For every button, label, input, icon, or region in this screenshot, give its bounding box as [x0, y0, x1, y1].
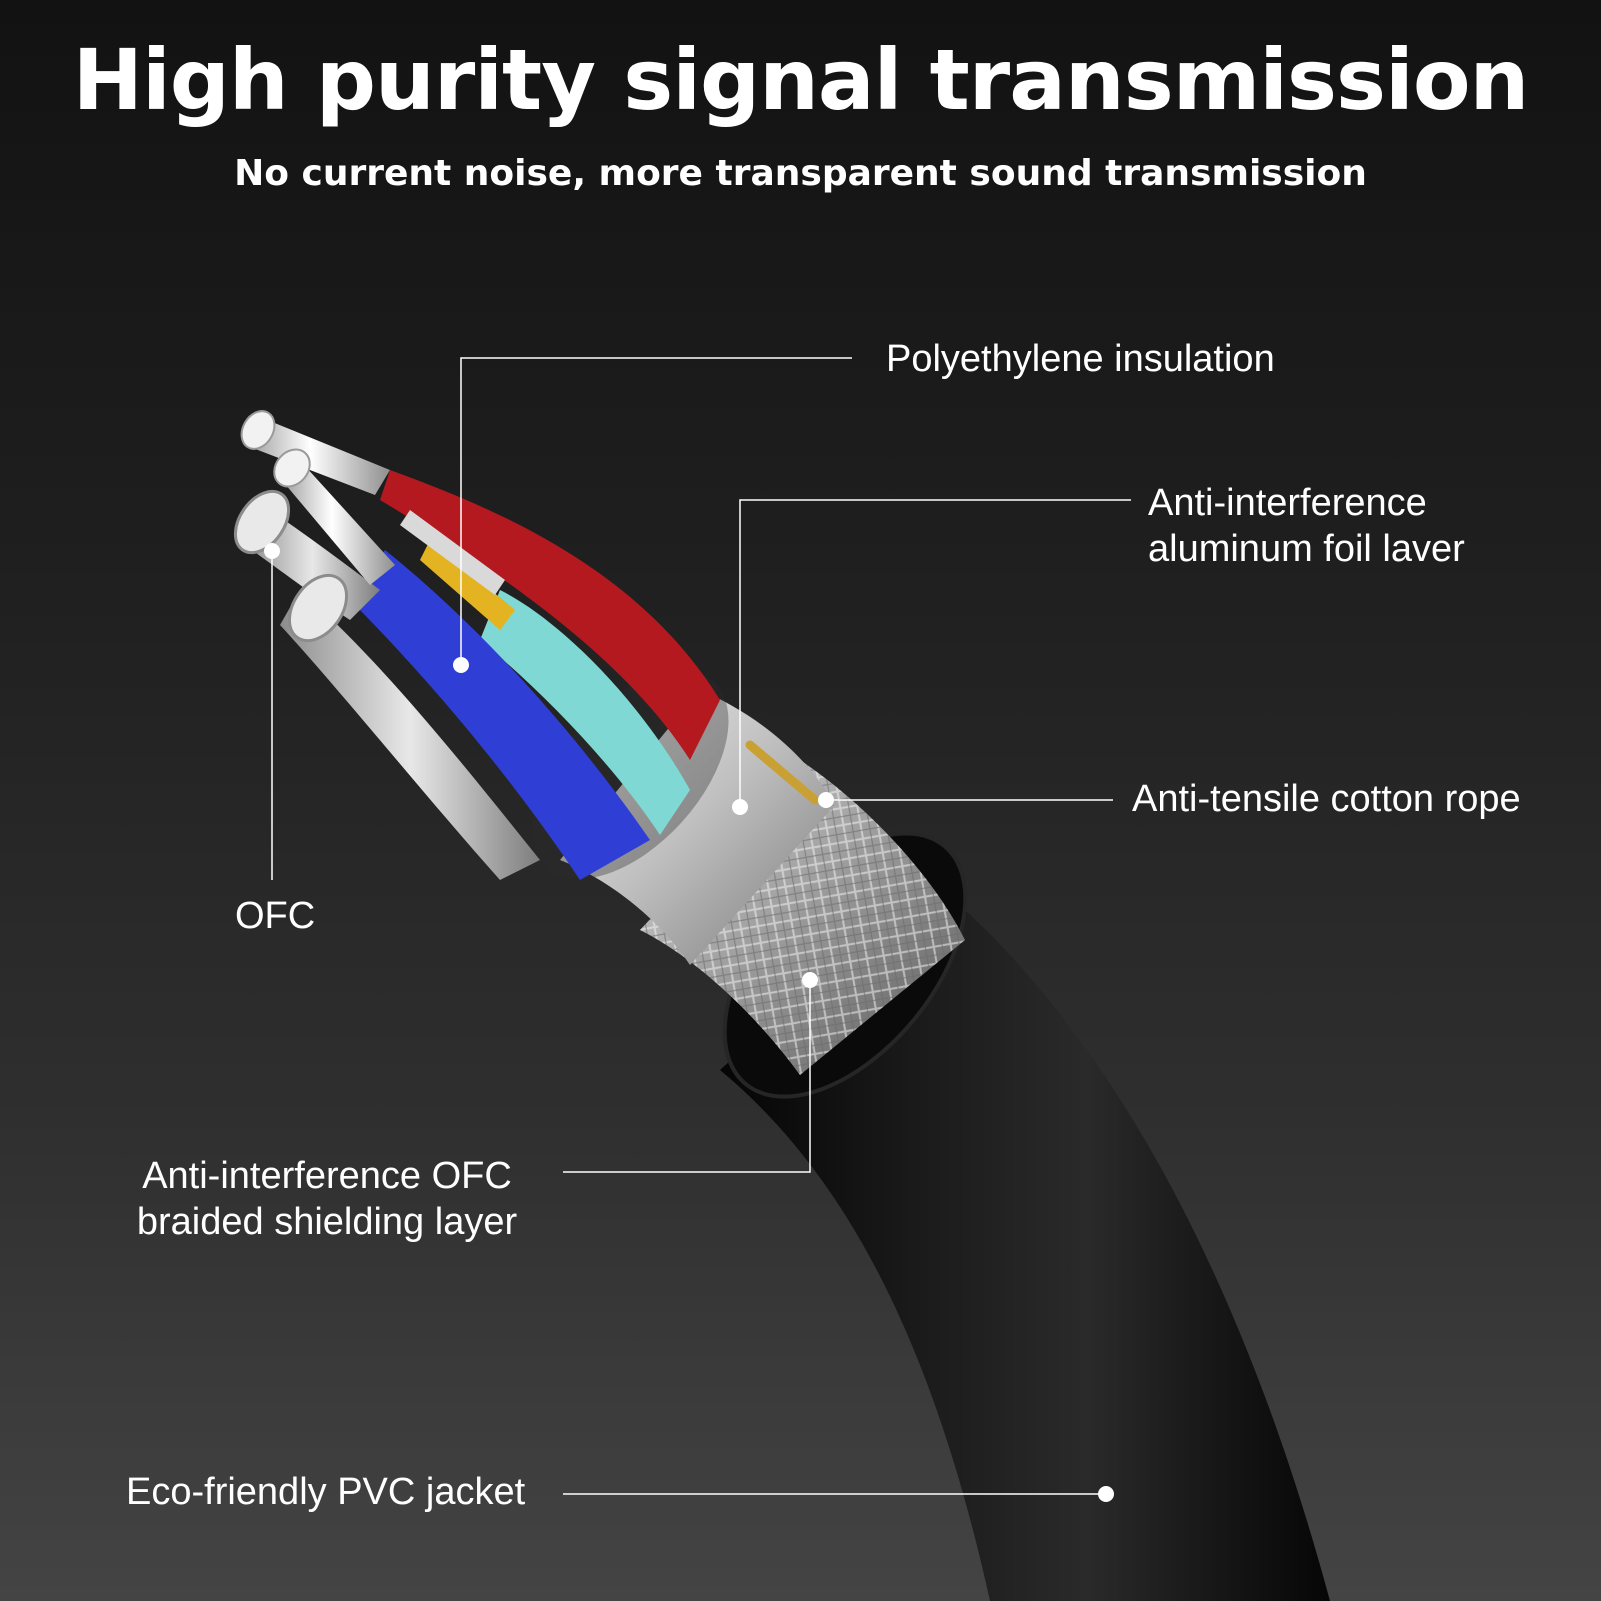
label-rope-text: Anti-tensile cotton rope: [1132, 778, 1521, 820]
leader-polyethylene: [460, 357, 852, 665]
label-braid: Anti-interference OFC braided shielding …: [117, 1153, 537, 1245]
dot-rope: [818, 792, 834, 808]
page-subtitle: No current noise, more transparent sound…: [234, 153, 1367, 194]
dot-foil: [732, 799, 748, 815]
cotton-rope: [745, 740, 820, 805]
callout-lines: [271, 357, 1131, 1495]
label-braid-line2: braided shielding layer: [136, 1201, 518, 1243]
pin-b: [280, 455, 395, 585]
label-ofc: OFC: [235, 893, 315, 939]
yellow-wire: [420, 540, 515, 630]
dot-polyethylene: [453, 657, 469, 673]
ofc-tip-lower: [287, 573, 349, 643]
label-braid-line1: Anti-interference OFC: [142, 1155, 512, 1197]
dot-braid: [802, 972, 818, 988]
dot-ofc: [264, 543, 280, 559]
label-jacket: Eco-friendly PVC jacket: [126, 1469, 525, 1515]
label-polyethylene-text: Polyethylene insulation: [886, 338, 1275, 380]
label-jacket-text: Eco-friendly PVC jacket: [126, 1471, 526, 1513]
label-ofc-text: OFC: [235, 895, 316, 937]
label-polyethylene: Polyethylene insulation: [886, 336, 1275, 382]
red-wire: [380, 470, 720, 760]
ofc-tip-upper: [233, 489, 291, 555]
pin-c: [400, 510, 505, 595]
ofc-strands-lower: [280, 590, 540, 880]
leader-foil: [739, 499, 1131, 807]
blue-wire: [350, 550, 650, 880]
page-title: High purity signal transmission: [72, 31, 1530, 129]
leader-braid: [563, 980, 811, 1173]
dot-jacket: [1098, 1486, 1114, 1502]
label-foil: Anti-interference aluminum foil laver: [1148, 480, 1465, 572]
cyan-wire: [480, 590, 690, 835]
pin-a: [245, 415, 390, 495]
label-rope: Anti-tensile cotton rope: [1132, 776, 1521, 822]
label-foil-line1: Anti-interference: [1148, 482, 1427, 524]
callout-dots: [264, 543, 1114, 1502]
label-foil-line2: aluminum foil laver: [1148, 528, 1465, 570]
